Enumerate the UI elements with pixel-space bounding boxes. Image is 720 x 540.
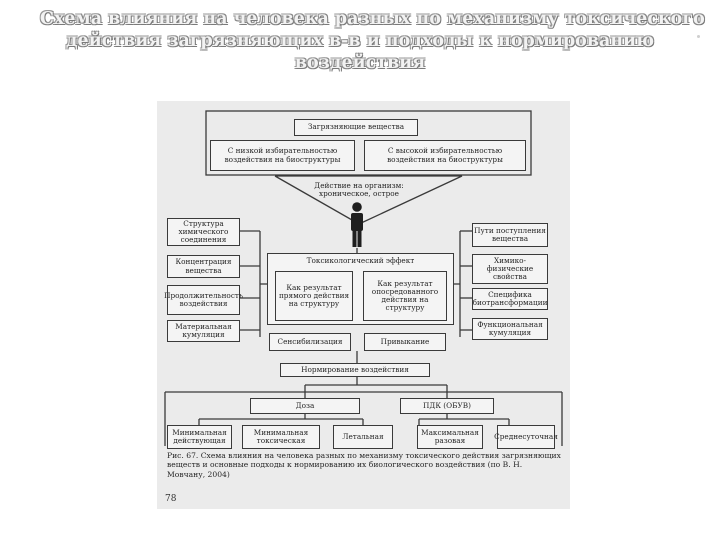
- left-factor-material-cumulation: Материальная кумуляция: [167, 320, 240, 342]
- scanned-figure: Загрязняющие вещества С низкой избирател…: [157, 101, 570, 509]
- action-on-organism-text: Действие на организм: хроническое, остро…: [314, 181, 404, 199]
- habituation-box: Привыкание: [364, 333, 446, 351]
- pollutants-box: Загрязняющие вещества: [294, 119, 418, 136]
- indirect-effect-box: Как результат опосредованного действия н…: [363, 271, 447, 321]
- slide-title: Схема влияния на человека разных по меха…: [40, 8, 705, 74]
- right-factor-physchem: Химико-физические свойства: [472, 254, 548, 284]
- figure-caption: Рис. 67. Схема влияния на человека разны…: [167, 451, 561, 479]
- low-selectivity-box: С низкой избирательностью воздействия на…: [210, 140, 355, 171]
- connector-lines: [164, 110, 563, 446]
- page-number: 78: [165, 494, 177, 504]
- right-factor-intake-routes: Пути поступления вещества: [472, 223, 548, 247]
- decorative-dot: [697, 35, 700, 38]
- title-line-3: воздействия: [294, 53, 426, 73]
- title-line-1: Схема влияния на человека разных по меха…: [40, 9, 705, 29]
- avg-daily-box: Среднесуточная: [494, 425, 558, 449]
- mpc-box: ПДК (ОБУВ): [400, 398, 494, 414]
- min-toxic-box: Минимальная токсическая: [242, 425, 320, 449]
- left-factor-concentration: Концентрация вещества: [167, 255, 240, 278]
- tox-effect-label: Токсикологический эффект: [306, 256, 415, 265]
- sensitization-box: Сенсибилизация: [269, 333, 351, 351]
- left-factor-duration: Продолжительность воздействия: [164, 285, 243, 315]
- high-selectivity-box: С высокой избирательностью воздействия н…: [364, 140, 526, 171]
- min-effective-box: Минимальная действующая: [167, 425, 232, 449]
- left-factor-structure: Структура химического соединения: [167, 218, 240, 246]
- dose-box: Доза: [250, 398, 360, 414]
- max-single-box: Максимальная разовая: [417, 425, 483, 449]
- rationing-box: Нормирование воздействия: [280, 363, 430, 377]
- direct-effect-box: Как результат прямого действия на структ…: [275, 271, 353, 321]
- person-icon: [351, 202, 363, 247]
- lethal-box: Летальная: [333, 425, 393, 449]
- right-factor-functional-cumulation: Функциональная кумуляция: [472, 318, 548, 340]
- right-factor-biotransformation: Специфика биотрансформации: [472, 288, 548, 310]
- title-line-2: действия загрязняющих в-в и подходы к но…: [65, 31, 655, 51]
